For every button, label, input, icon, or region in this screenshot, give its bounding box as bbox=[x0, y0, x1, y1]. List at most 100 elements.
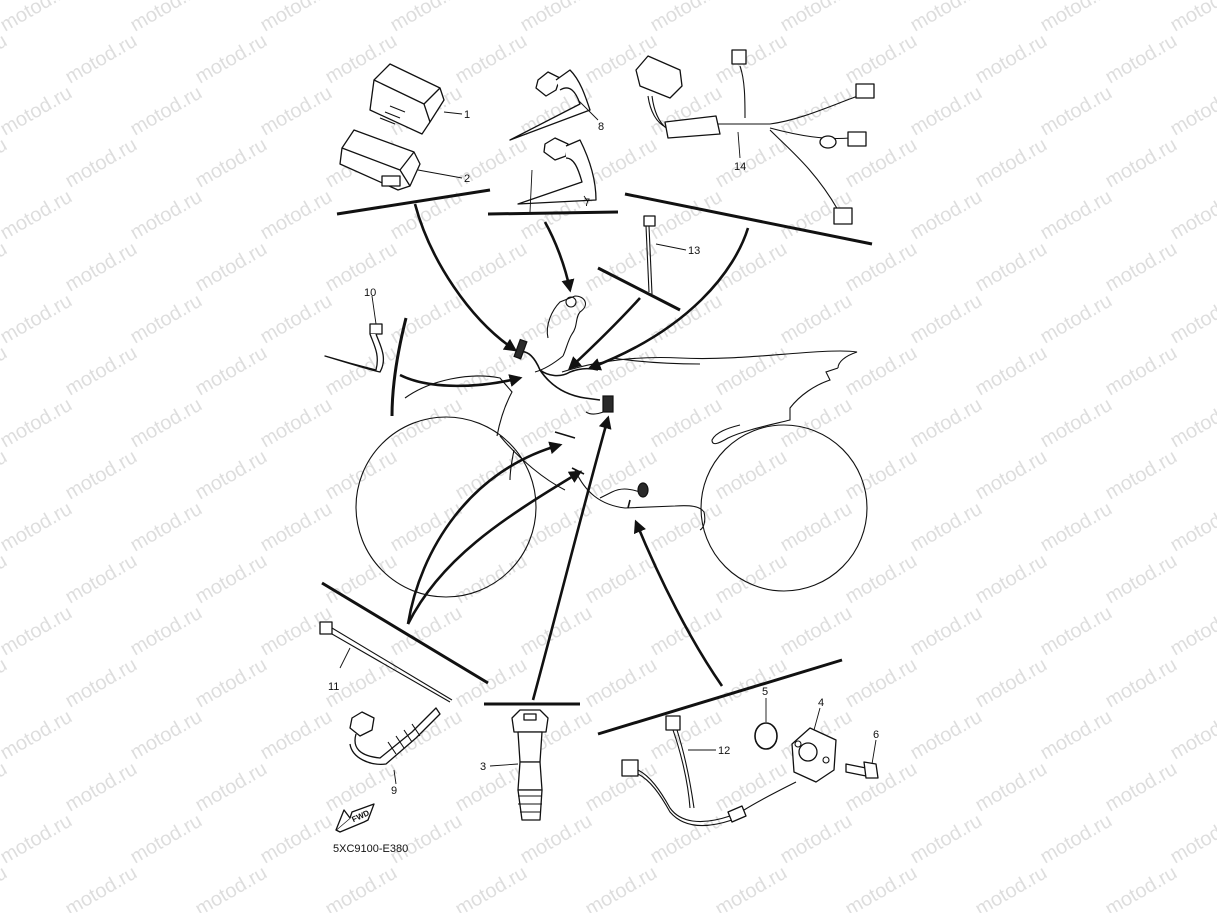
watermark-text: motod.ru bbox=[1102, 134, 1181, 193]
group-bracket-bottom-right bbox=[597, 519, 843, 736]
watermark-text: motod.ru bbox=[322, 862, 401, 913]
callout-3: 3 bbox=[480, 761, 486, 773]
watermark-text: motod.ru bbox=[972, 134, 1051, 193]
watermark-text: motod.ru bbox=[1167, 290, 1217, 349]
watermark-text: motod.ru bbox=[322, 758, 401, 817]
watermark-text: motod.ru bbox=[712, 758, 791, 817]
watermark-text: motod.ru bbox=[192, 342, 271, 401]
callout-13: 13 bbox=[688, 245, 700, 257]
callout-9: 9 bbox=[391, 785, 397, 797]
watermark-text: motod.ru bbox=[777, 498, 856, 557]
watermark-text: motod.ru bbox=[972, 654, 1051, 713]
watermark-text: motod.ru bbox=[387, 498, 466, 557]
group-bracket-top-right bbox=[587, 192, 873, 371]
watermark-text: motod.ru bbox=[257, 706, 336, 765]
watermark-text: motod.ru bbox=[842, 30, 921, 89]
watermark-text: motod.ru bbox=[1037, 810, 1116, 869]
watermark-text: motod.ru bbox=[0, 238, 11, 297]
watermark-text: motod.ru bbox=[1167, 0, 1217, 36]
watermark-text: motod.ru bbox=[62, 134, 141, 193]
group-bracket-band-10 bbox=[390, 317, 523, 417]
watermark-text: motod.ru bbox=[842, 238, 921, 297]
watermark-text: motod.ru bbox=[972, 446, 1051, 505]
watermark-text: motod.ru bbox=[62, 342, 141, 401]
watermark-text: motod.ru bbox=[972, 550, 1051, 609]
diagram-code: 5XC9100-E380 bbox=[333, 843, 408, 855]
watermark-text: motod.ru bbox=[582, 758, 661, 817]
watermark-text: motod.ru bbox=[127, 82, 206, 141]
watermark-text: motod.ru bbox=[517, 0, 596, 36]
callout-11: 11 bbox=[328, 681, 339, 693]
part-14-sub-wire-harness bbox=[635, 49, 875, 225]
watermark-text: motod.ru bbox=[842, 342, 921, 401]
callout-8: 8 bbox=[598, 121, 604, 133]
watermark-text: motod.ru bbox=[0, 654, 11, 713]
watermark-text: motod.ru bbox=[62, 30, 141, 89]
watermark-text: motod.ru bbox=[842, 446, 921, 505]
watermark-text: motod.ru bbox=[387, 706, 466, 765]
frame-outline bbox=[404, 350, 858, 531]
group-bracket-bottom-left bbox=[321, 441, 583, 685]
part-12-sensor-lead bbox=[621, 715, 797, 827]
watermark-text: motod.ru bbox=[712, 342, 791, 401]
watermark-text: motod.ru bbox=[127, 0, 206, 36]
watermark-text: motod.ru bbox=[517, 290, 596, 349]
watermark-text: motod.ru bbox=[907, 82, 986, 141]
watermark-text: motod.ru bbox=[0, 290, 76, 349]
watermark-text: motod.ru bbox=[192, 446, 271, 505]
watermark-text: motod.ru bbox=[127, 810, 206, 869]
watermark-text: motod.ru bbox=[907, 290, 986, 349]
watermark-text: motod.ru bbox=[62, 446, 141, 505]
watermark-text: motod.ru bbox=[62, 550, 141, 609]
watermark-text: motod.ru bbox=[1102, 654, 1181, 713]
watermark-text: motod.ru bbox=[322, 446, 401, 505]
front-wheel bbox=[355, 416, 537, 598]
watermark-text: motod.ru bbox=[1102, 550, 1181, 609]
watermark-text: motod.ru bbox=[842, 550, 921, 609]
watermark-text: motod.ru bbox=[777, 290, 856, 349]
watermark-text: motod.ru bbox=[387, 810, 466, 869]
watermark-text: motod.ru bbox=[1037, 498, 1116, 557]
watermark-text: motod.ru bbox=[907, 394, 986, 453]
watermark-text: motod.ru bbox=[192, 654, 271, 713]
watermark-text: motod.ru bbox=[452, 862, 531, 913]
steering-head-bracket bbox=[534, 295, 586, 373]
watermark-text: motod.ru bbox=[0, 134, 11, 193]
callout-6: 6 bbox=[873, 729, 879, 741]
watermark-text: motod.ru bbox=[127, 498, 206, 557]
group-bracket-top-center bbox=[487, 210, 619, 293]
watermark-text: motod.ru bbox=[452, 238, 531, 297]
watermark-text: motod.ru bbox=[712, 862, 791, 913]
callout-leaders bbox=[339, 99, 877, 785]
watermark-text: motod.ru bbox=[127, 706, 206, 765]
watermark-text: motod.ru bbox=[712, 30, 791, 89]
watermark-text: motod.ru bbox=[0, 394, 76, 453]
watermark-text: motod.ru bbox=[582, 862, 661, 913]
watermark-text: motod.ru bbox=[0, 498, 76, 557]
part-10-band bbox=[324, 323, 384, 373]
watermark-text: motod.ru bbox=[127, 186, 206, 245]
group-bracket-top-left bbox=[336, 188, 518, 352]
watermark-text: motod.ru bbox=[517, 394, 596, 453]
callout-12: 12 bbox=[718, 745, 730, 757]
watermark-text: motod.ru bbox=[777, 82, 856, 141]
watermark-text: motod.ru bbox=[387, 394, 466, 453]
watermark-text: motod.ru bbox=[257, 186, 336, 245]
group-bracket-bottom-center bbox=[484, 415, 612, 706]
watermark-text: motod.ru bbox=[1167, 602, 1217, 661]
watermark-text: motod.ru bbox=[0, 862, 11, 913]
watermark-text: motod.ru bbox=[1167, 498, 1217, 557]
part-2-control-unit bbox=[339, 129, 421, 191]
part-7-wire-harness-clip bbox=[517, 137, 597, 205]
watermark-text: motod.ru bbox=[907, 602, 986, 661]
wiring-routing bbox=[513, 338, 649, 509]
watermark-text: motod.ru bbox=[1037, 394, 1116, 453]
watermark-text: motod.ru bbox=[0, 550, 11, 609]
watermark-text: motod.ru bbox=[777, 394, 856, 453]
watermark-text: motod.ru bbox=[907, 186, 986, 245]
watermark-text: motod.ru bbox=[777, 0, 856, 36]
callout-4: 4 bbox=[818, 697, 824, 709]
rear-wheel bbox=[700, 424, 868, 592]
watermark-text: motod.ru bbox=[712, 134, 791, 193]
part-1-control-unit bbox=[369, 63, 445, 135]
